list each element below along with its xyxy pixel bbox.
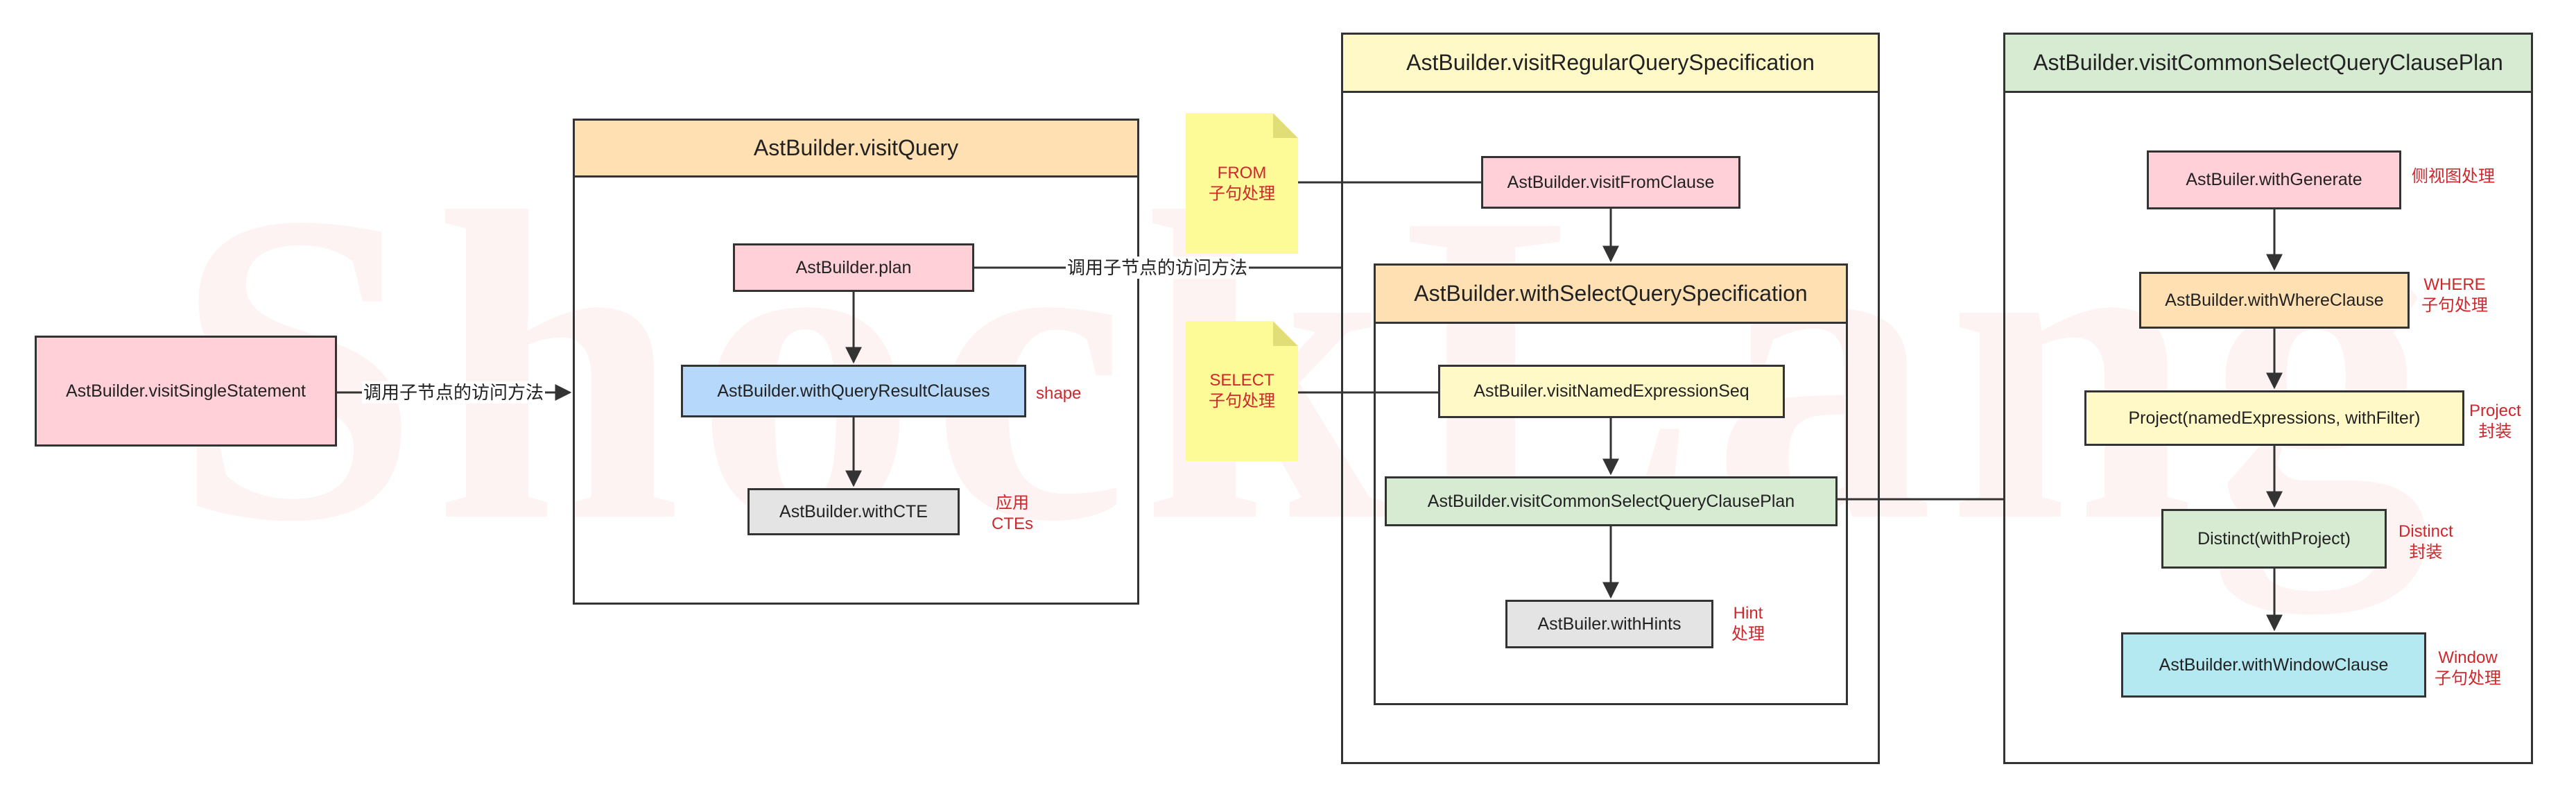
node-visit-named-expression-seq: AstBuiler.visitNamedExpressionSeq bbox=[1438, 365, 1785, 418]
frame-select-query-specification: AstBuilder.withSelectQuerySpecification bbox=[1374, 263, 1848, 705]
node-with-cte: AstBuilder.withCTE bbox=[747, 488, 960, 535]
node-with-hints: AstBuiler.withHints bbox=[1505, 600, 1713, 648]
annotation-where-line1: WHERE bbox=[2423, 275, 2486, 294]
annotation-shape: shape bbox=[1036, 383, 1081, 404]
node-visit-single-statement: AstBuilder.visitSingleStatement bbox=[35, 336, 337, 447]
node-visit-common-select-query-clause-plan: AstBuilder.visitCommonSelectQueryClauseP… bbox=[1385, 476, 1838, 526]
annotation-distinct-line2: 封装 bbox=[2409, 543, 2443, 562]
edge-label-call-children: 调用子节点的访问方法 bbox=[1066, 257, 1250, 279]
annotation-hint-line1: Hint bbox=[1733, 604, 1763, 623]
note-select-line2: 子句处理 bbox=[1209, 392, 1275, 410]
note-select-fold bbox=[1273, 321, 1298, 346]
frame-visit-query-title: AstBuilder.visitQuery bbox=[575, 121, 1137, 178]
annotation-apply-ctes: 应用 CTEs bbox=[992, 493, 1033, 535]
node-plan: AstBuilder.plan bbox=[733, 243, 974, 292]
frame-select-query-specification-title: AstBuilder.withSelectQuerySpecification bbox=[1376, 266, 1846, 324]
annotation-window-line2: 子句处理 bbox=[2435, 669, 2501, 688]
frame-regular-query-specification: AstBuilder.visitRegularQuerySpecificatio… bbox=[1341, 33, 1880, 764]
node-project: Project(namedExpressions, withFilter) bbox=[2084, 390, 2464, 446]
note-from-line1: FROM bbox=[1217, 163, 1267, 182]
annotation-lateral-view-text: 侧视图处理 bbox=[2412, 167, 2495, 186]
annotation-lateral-view: 侧视图处理 bbox=[2412, 166, 2495, 187]
annotation-apply-ctes-line1: 应用 bbox=[996, 494, 1029, 512]
annotation-where: WHERE 子句处理 bbox=[2421, 275, 2488, 316]
annotation-shape-text: shape bbox=[1036, 384, 1082, 403]
node-with-window-clause: AstBuilder.withWindowClause bbox=[2121, 632, 2426, 698]
annotation-project-line2: 封装 bbox=[2478, 422, 2512, 441]
frame-common-select-query-clause-plan: AstBuilder.visitCommonSelectQueryClauseP… bbox=[2003, 33, 2533, 764]
node-visit-from-clause: AstBuilder.visitFromClause bbox=[1481, 156, 1740, 209]
frame-common-select-query-clause-plan-title: AstBuilder.visitCommonSelectQueryClauseP… bbox=[2005, 35, 2531, 93]
frame-regular-query-specification-title: AstBuilder.visitRegularQuerySpecificatio… bbox=[1343, 35, 1878, 93]
node-with-where-clause: AstBuilder.withWhereClause bbox=[2139, 272, 2410, 329]
annotation-distinct: Distinct 封装 bbox=[2398, 521, 2453, 563]
annotation-project-line1: Project bbox=[2469, 401, 2521, 420]
annotation-hint-line2: 处理 bbox=[1731, 625, 1765, 643]
note-select-line1: SELECT bbox=[1209, 371, 1274, 390]
edge-label-call-children: 调用子节点的访问方法 bbox=[362, 381, 546, 404]
annotation-window-line1: Window bbox=[2438, 648, 2498, 667]
annotation-distinct-line1: Distinct bbox=[2398, 522, 2453, 541]
note-from-line2: 子句处理 bbox=[1209, 184, 1275, 203]
frame-visit-query: AstBuilder.visitQuery bbox=[573, 119, 1139, 605]
annotation-project: Project 封装 bbox=[2469, 401, 2521, 442]
note-from-fold bbox=[1273, 113, 1298, 138]
node-with-query-result-clauses: AstBuilder.withQueryResultClauses bbox=[681, 365, 1026, 417]
annotation-apply-ctes-line2: CTEs bbox=[992, 514, 1033, 533]
annotation-where-line2: 子句处理 bbox=[2421, 296, 2488, 315]
node-with-generate: AstBuiler.withGenerate bbox=[2147, 150, 2401, 209]
node-distinct: Distinct(withProject) bbox=[2161, 509, 2387, 569]
annotation-hint: Hint 处理 bbox=[1731, 603, 1765, 645]
annotation-window: Window 子句处理 bbox=[2435, 648, 2501, 689]
